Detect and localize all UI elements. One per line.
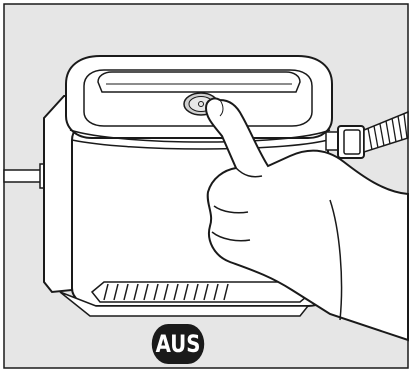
off-status-label: AUS (156, 330, 201, 358)
off-status-badge: AUS (152, 324, 204, 364)
